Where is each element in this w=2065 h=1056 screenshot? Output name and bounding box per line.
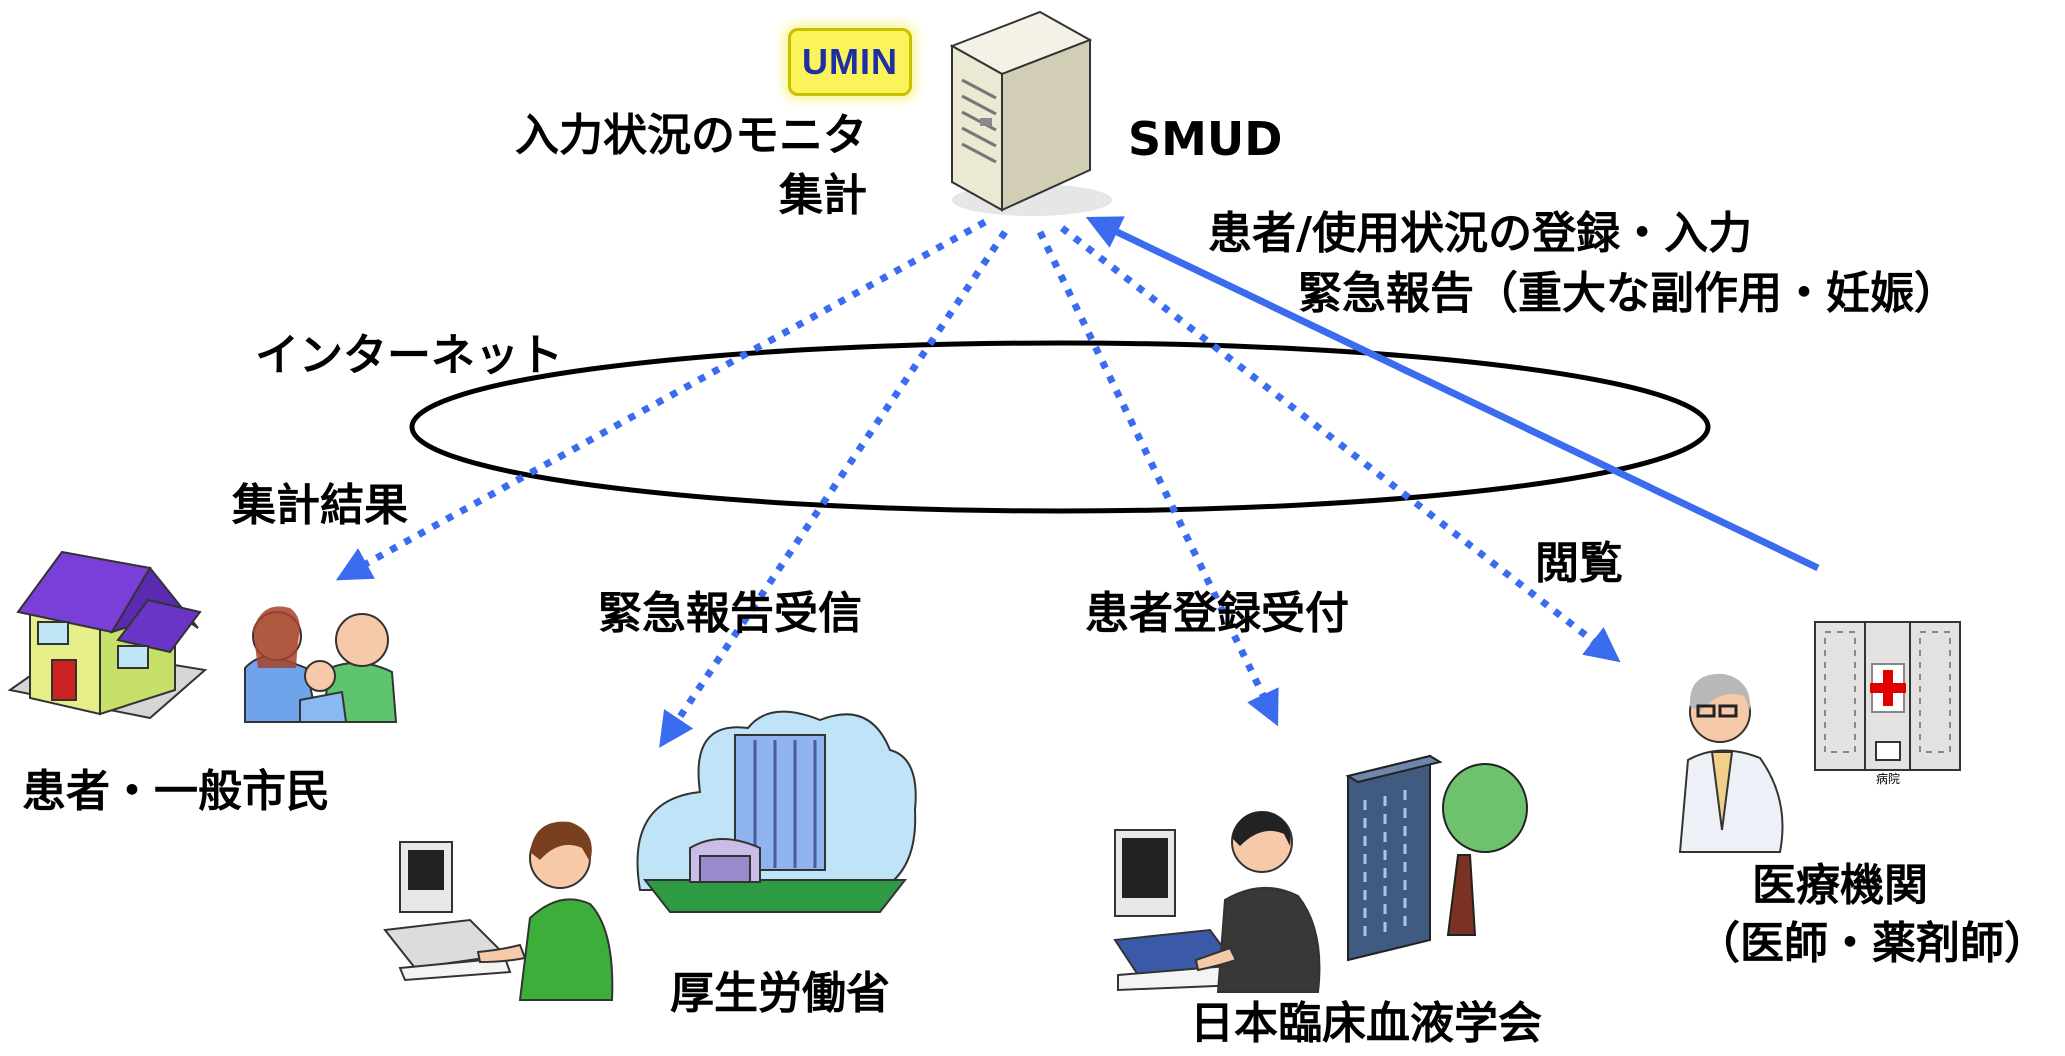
node-label-medical-line1: 医療機関 <box>1752 860 1928 911</box>
node-label-medical-line2: （医師・薬剤師） <box>1696 918 2048 969</box>
arrow-to-society <box>1036 230 1279 727</box>
umin-badge: UMIN <box>788 28 912 96</box>
node-label-citizens: 患者・一般市民 <box>22 766 330 817</box>
ministry-building-icon <box>636 710 917 913</box>
server-function-line2: 集計 <box>779 170 867 221</box>
hospital-icon <box>1814 621 1961 771</box>
registration-line1: 患者/使用状況の登録・入力 <box>1208 208 1753 259</box>
node-label-society: 日本臨床血液学会 <box>1190 998 1542 1049</box>
server-name: SMUD <box>1128 112 1283 166</box>
server-icon <box>949 10 1112 216</box>
doctor-icon <box>1678 673 1784 853</box>
woman-at-computer-icon <box>383 821 614 1001</box>
edge-label-aggregate: 集計結果 <box>232 480 408 531</box>
arrow-to-medical <box>1059 225 1621 663</box>
arrow-to-ministry <box>659 230 1008 748</box>
society-building-icon <box>1345 754 1528 962</box>
node-label-ministry: 厚生労働省 <box>670 968 890 1019</box>
man-at-computer-icon <box>1113 811 1321 993</box>
server-function-line1: 入力状況のモニタ <box>515 110 867 161</box>
edge-label-emergency: 緊急報告受信 <box>598 588 862 639</box>
internet-ellipse <box>409 340 1711 514</box>
arrow-to-citizens <box>335 218 987 581</box>
edge-label-patient-registration: 患者登録受付 <box>1085 588 1349 639</box>
registration-line2: 緊急報告（重大な副作用・妊娠） <box>1298 268 1958 319</box>
hospital-sign: 病院 <box>1875 772 1900 786</box>
arrow-registration <box>1085 216 1820 572</box>
family-icon <box>244 606 398 723</box>
internet-label: インターネット <box>255 330 563 381</box>
house-icon <box>7 550 208 720</box>
edge-label-browse: 閲覧 <box>1535 538 1623 589</box>
